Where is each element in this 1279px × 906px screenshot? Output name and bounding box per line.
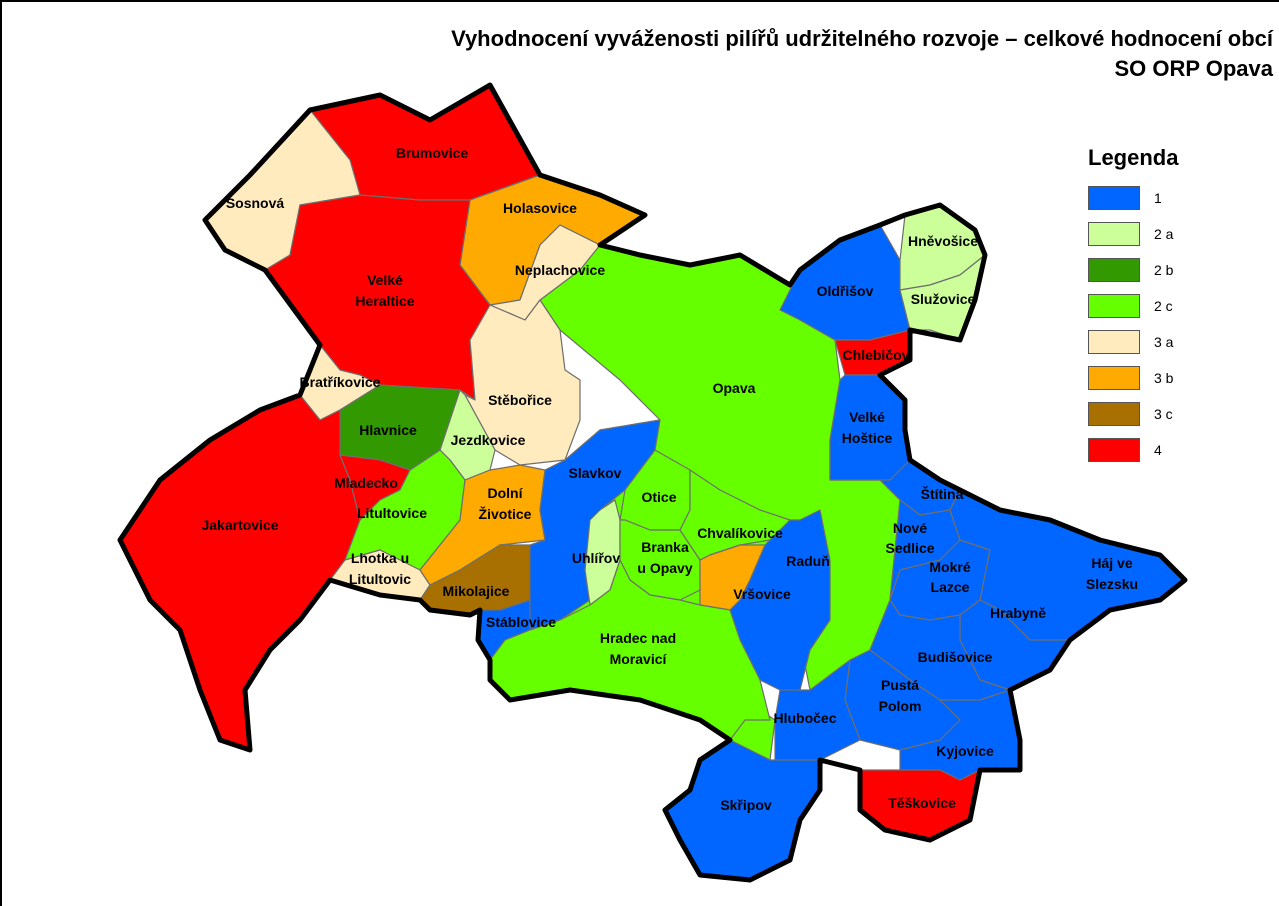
label-radun: Raduň (786, 553, 830, 569)
label-brumovice: Brumovice (396, 145, 469, 161)
label-opava: Opava (713, 380, 756, 396)
legend-swatch (1088, 402, 1140, 426)
legend-swatch (1088, 186, 1140, 210)
label-steborice: Stěbořice (488, 392, 552, 408)
legend-item-3c: 3 c (1088, 401, 1268, 427)
label-slavkov: Slavkov (569, 465, 622, 481)
map-title-line2: SO ORP Opava (1114, 56, 1273, 81)
legend-label: 3 b (1154, 370, 1174, 386)
label-chvalikovice: Chvalíkovice (697, 525, 783, 541)
district-outline (117, 82, 1188, 883)
label-skripov: Skřipov (720, 797, 772, 813)
label-stablovice: Stáblovice (486, 614, 556, 630)
label-teskovice: Těškovice (888, 795, 956, 811)
legend-swatch (1088, 438, 1140, 462)
label-kyjovice: Kyjovice (936, 743, 994, 759)
legend-title: Legenda (1088, 145, 1179, 170)
label-bratrikovice: Bratříkovice (300, 374, 381, 390)
label-jezdkovice: Jezdkovice (451, 432, 526, 448)
legend-item-3b: 3 b (1088, 365, 1268, 391)
legend-item-1: 1 (1088, 185, 1268, 211)
legend-items: 1 2 a 2 b 2 c 3 a 3 b 3 c 4 (1088, 185, 1268, 463)
legend-swatch (1088, 330, 1140, 354)
legend-swatch (1088, 258, 1140, 282)
label-mladecko: Mladecko (334, 475, 398, 491)
legend-item-2b: 2 b (1088, 257, 1268, 283)
label-sluzovice: Služovice (911, 291, 976, 307)
label-sosnova: Sosnová (226, 195, 285, 211)
label-neplachovice: Neplachovice (515, 262, 605, 278)
legend-item-4: 4 (1088, 437, 1268, 463)
legend-swatch (1088, 222, 1140, 246)
label-hlavnice: Hlavnice (359, 422, 417, 438)
label-hrabyne: Hrabyně (990, 605, 1046, 621)
legend-item-2c: 2 c (1088, 293, 1268, 319)
label-vrsovice: Vršovice (733, 586, 791, 602)
polygon-slavkov[interactable] (489, 419, 661, 641)
polygon-jakartovice[interactable] (119, 394, 361, 751)
map-title-line1: Vyhodnocení vyváženosti pilířů udržiteln… (451, 26, 1273, 51)
legend-label: 1 (1154, 190, 1162, 206)
label-oldrisov: Oldřišov (817, 283, 874, 299)
legend-label: 4 (1154, 442, 1162, 458)
legend: Legenda 1 2 a 2 b 2 c 3 a 3 b 3 c 4 (1088, 145, 1268, 473)
legend-swatch (1088, 294, 1140, 318)
legend-label: 3 a (1154, 334, 1174, 350)
legend-item-2a: 2 a (1088, 221, 1268, 247)
label-hnevosice: Hněvošice (908, 233, 978, 249)
legend-swatch (1088, 366, 1140, 390)
label-budisovice: Budišovice (918, 649, 993, 665)
label-jakartovice: Jakartovice (201, 517, 278, 533)
label-hlubocec: Hlubočec (773, 710, 836, 726)
label-otice: Otice (641, 489, 676, 505)
polygon-hlubocec[interactable] (774, 659, 861, 761)
label-uhlirov: Uhlířov (572, 550, 620, 566)
legend-label: 2 c (1154, 298, 1173, 314)
label-mikolajice: Mikolajice (443, 583, 510, 599)
label-chlebicov: Chlebičov (843, 347, 910, 363)
legend-label: 3 c (1154, 406, 1173, 422)
label-holasovice: Holasovice (503, 200, 577, 216)
polygon-steborice[interactable] (464, 299, 581, 466)
legend-label: 2 b (1154, 262, 1174, 278)
label-stitina: Štítina (921, 485, 964, 502)
legend-label: 2 a (1154, 226, 1174, 242)
legend-item-3a: 3 a (1088, 329, 1268, 355)
municipality-polygons (119, 84, 1186, 881)
label-litultovice: Litultovice (357, 505, 427, 521)
